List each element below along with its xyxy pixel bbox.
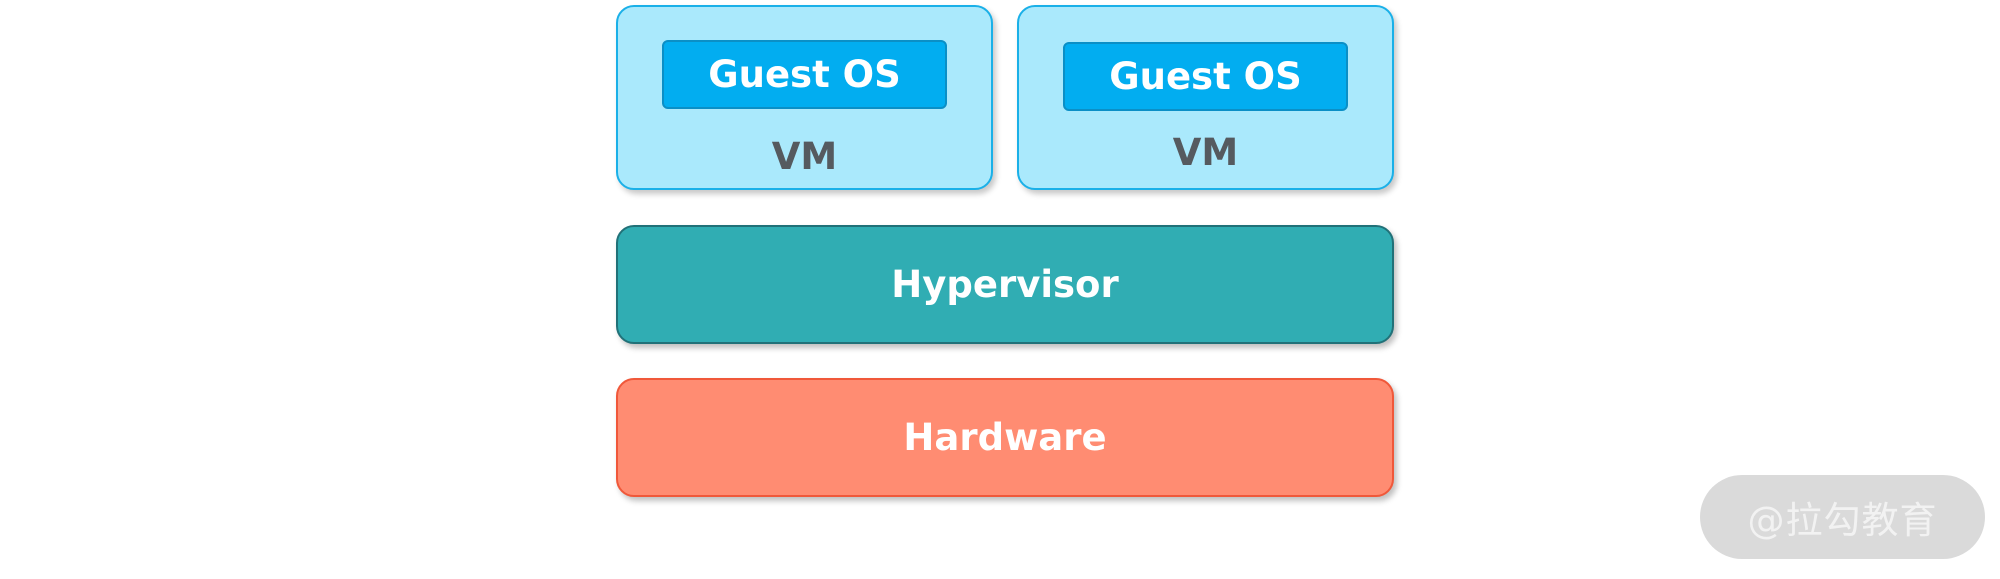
vm-label-1: VM (771, 135, 838, 178)
guest-os-box-2: Guest OS (1063, 42, 1348, 111)
vm-box-2: Guest OS VM (1017, 5, 1394, 190)
vm-label-2: VM (1172, 131, 1239, 174)
hypervisor-label: Hypervisor (891, 263, 1119, 306)
hardware-layer: Hardware (616, 378, 1394, 497)
guest-os-label-1: Guest OS (708, 53, 901, 96)
hypervisor-layer: Hypervisor (616, 225, 1394, 344)
guest-os-label-2: Guest OS (1109, 55, 1302, 98)
watermark: @拉勾教育 (1700, 475, 1985, 559)
hardware-label: Hardware (903, 416, 1107, 459)
guest-os-box-1: Guest OS (662, 40, 947, 109)
watermark-text: @拉勾教育 (1747, 499, 1938, 542)
vm-box-1: Guest OS VM (616, 5, 993, 190)
